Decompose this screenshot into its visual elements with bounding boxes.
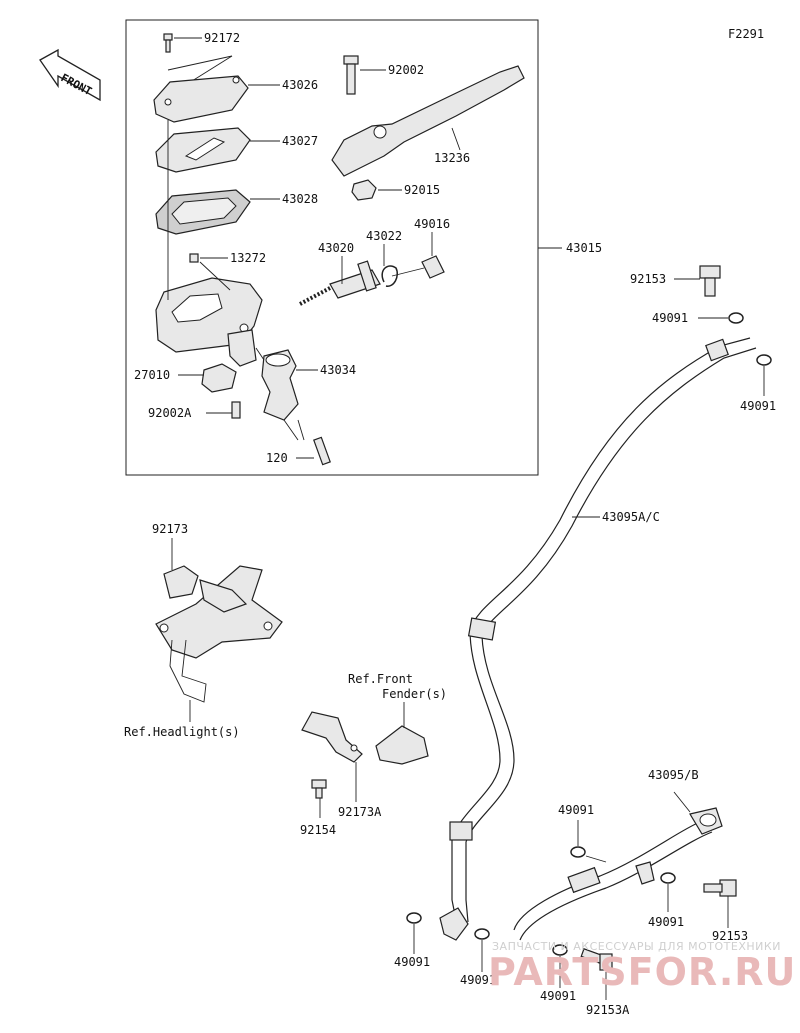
- fender-bracket-92173A: [301, 702, 429, 802]
- label-13272: 13272: [230, 251, 266, 265]
- label-92173A: 92173A: [338, 805, 382, 819]
- label-13236: 13236: [434, 151, 470, 165]
- label-92153-top: 92153: [630, 272, 666, 286]
- label-92002: 92002: [388, 63, 424, 77]
- circlip-43022: [381, 265, 398, 287]
- clamp-43034: [261, 349, 299, 421]
- label-43095AC: 43095A/C: [602, 510, 660, 524]
- label-92015: 92015: [404, 183, 440, 197]
- screw-13272: [189, 253, 199, 263]
- washer-49091-bl: [406, 912, 422, 924]
- label-49091-bc: 49091: [540, 989, 576, 1003]
- ref-front-fender-line1: Ref.Front: [348, 672, 413, 686]
- washer-49091-top1: [728, 312, 744, 324]
- assembly-box: [125, 19, 539, 476]
- label-49091-top1: 49091: [652, 311, 688, 325]
- front-arrow-icon: FRONT: [39, 48, 101, 102]
- washer-49091-mid: [570, 846, 586, 858]
- label-49091-bm: 49091: [460, 973, 496, 987]
- figure-code: F2291: [728, 27, 764, 41]
- nut-92015: [351, 179, 377, 201]
- label-43022: 43022: [366, 229, 402, 243]
- banjo-bolt-92153-right: [703, 879, 737, 897]
- boot-49016: [421, 255, 445, 279]
- ref-front-fender-line2: Fender(s): [382, 687, 447, 701]
- washer-49091-bc: [552, 944, 568, 956]
- label-92173: 92173: [152, 522, 188, 536]
- brake-lever-13236: [331, 65, 525, 177]
- brake-hose-43095AC: [439, 337, 757, 941]
- headlight-bracket: [155, 565, 283, 703]
- label-92153A: 92153A: [586, 1003, 630, 1017]
- ref-headlight: Ref.Headlight(s): [124, 725, 240, 739]
- brake-hose-43095B: [513, 807, 723, 941]
- clamp-92173: [163, 538, 199, 599]
- label-43015: 43015: [566, 241, 602, 255]
- bolt-120: [313, 436, 331, 466]
- label-43028: 43028: [282, 192, 318, 206]
- label-49091-bl: 49091: [394, 955, 430, 969]
- label-92172: 92172: [204, 31, 240, 45]
- banjo-bolt-92153A: [580, 948, 613, 971]
- banjo-bolt-92153-top: [699, 265, 721, 297]
- label-43034: 43034: [320, 363, 356, 377]
- label-120: 120: [266, 451, 288, 465]
- reservoir-cap-43026: [153, 75, 249, 123]
- label-43095B: 43095/B: [648, 768, 699, 782]
- screw-92154: [311, 779, 327, 799]
- label-49091-mid: 49091: [558, 803, 594, 817]
- master-cylinder-body: [155, 277, 263, 367]
- piston-43020: [299, 260, 381, 306]
- label-27010: 27010: [134, 368, 170, 382]
- label-92154: 92154: [300, 823, 336, 837]
- pivot-bolt-92002: [343, 55, 359, 95]
- switch-27010: [201, 363, 237, 393]
- screw-92002A: [231, 401, 241, 419]
- label-49091-right: 49091: [648, 915, 684, 929]
- label-49091-top2: 49091: [740, 399, 776, 413]
- watermark-subtitle: ЗАПЧАСТИ И АКСЕССУАРЫ ДЛЯ МОТОТЕХНИКИ: [492, 940, 781, 953]
- label-49016: 49016: [414, 217, 450, 231]
- washer-49091-top2: [756, 354, 772, 366]
- label-92153-right: 92153: [712, 929, 748, 943]
- label-43027: 43027: [282, 134, 318, 148]
- watermark-logo: PARTSFOR.RU: [488, 950, 796, 994]
- washer-49091-right: [660, 872, 676, 884]
- washer-49091-bm: [474, 928, 490, 940]
- label-43026: 43026: [282, 78, 318, 92]
- label-43020: 43020: [318, 241, 354, 255]
- screw-92172: [163, 33, 173, 53]
- label-92002A: 92002A: [148, 406, 192, 420]
